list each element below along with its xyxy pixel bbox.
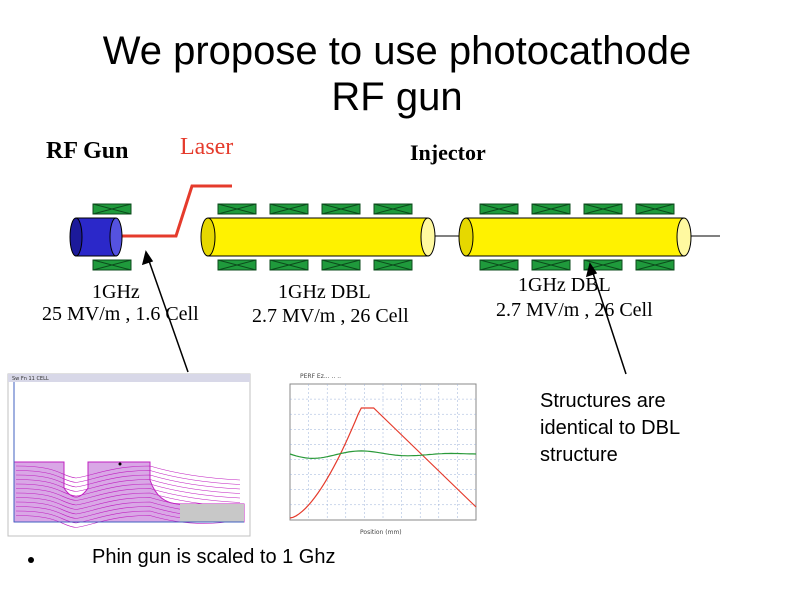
laser-label: Laser	[180, 134, 234, 160]
svg-text:PERF Ez... .. ..: PERF Ez... .. ..	[300, 373, 341, 380]
solenoid-magnets	[217, 203, 675, 271]
field-profile-plot: PERF Ez... .. .. Position (mm)	[258, 366, 486, 538]
er-field-curve	[289, 450, 477, 460]
dbl1-spec-label: 2.7 MV/m , 26 Cell	[252, 305, 409, 327]
bullet-dot	[28, 557, 34, 563]
pointer-arrows	[141, 250, 627, 375]
note-line-3: structure	[540, 444, 618, 466]
bullet-text: Phin gun is scaled to 1 Ghz	[92, 546, 336, 568]
svg-text:Position (mm): Position (mm)	[360, 529, 402, 536]
rf-gun-cylinder	[69, 217, 123, 257]
structures-note: Structures are identical to DBL structur…	[540, 388, 760, 469]
note-line-1: Structures are	[540, 390, 666, 412]
dbl2-freq-label: 1GHz DBL	[518, 274, 611, 296]
title-line-1: We propose to use photocathode	[102, 29, 692, 73]
dbl2-spec-label: 2.7 MV/m , 26 Cell	[496, 299, 653, 321]
gun-freq-label: 1GHz	[92, 281, 140, 303]
svg-text:Sw Fn 11 CELL: Sw Fn 11 CELL	[12, 376, 49, 382]
dbl-structure-2	[458, 217, 692, 257]
dbl-structure-1	[200, 217, 436, 257]
rf-gun-label: RF Gun	[46, 138, 129, 164]
note-line-2: identical to DBL	[540, 417, 681, 439]
title-line-2: RF gun	[331, 75, 463, 119]
ez-field-curve	[289, 407, 477, 519]
injector-label: Injector	[410, 140, 486, 165]
gun-spec-label: 25 MV/m , 1.6 Cell	[42, 303, 199, 325]
dbl1-freq-label: 1GHz DBL	[278, 281, 371, 303]
slide-title: We propose to use photocathode RF gun	[0, 28, 794, 120]
cavity-field-simulation: Sw Fn 11 CELL	[7, 373, 251, 537]
laser-beam	[120, 184, 232, 238]
